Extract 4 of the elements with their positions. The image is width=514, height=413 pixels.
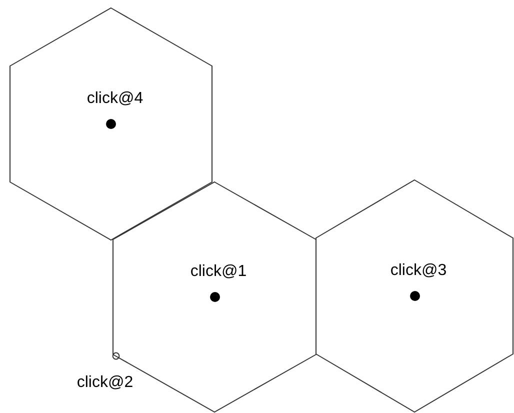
point-label: click@1 [190, 263, 247, 281]
point-label: click@2 [76, 374, 134, 392]
point-label: click@4 [86, 90, 144, 108]
point-label: click@3 [390, 262, 447, 280]
